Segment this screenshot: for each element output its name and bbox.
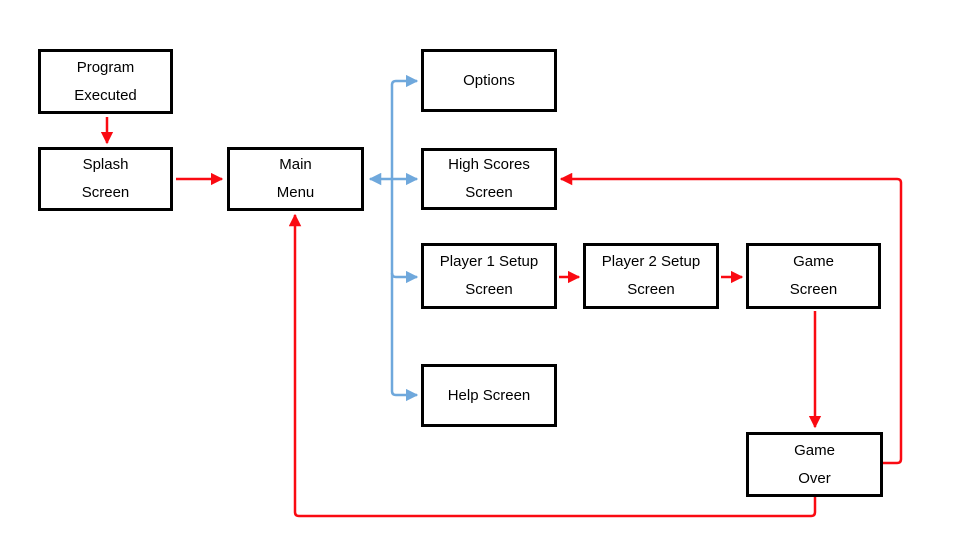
node-player1-setup-screen-label: Player 1 Setup Screen bbox=[439, 253, 539, 298]
edge-main-to-options bbox=[390, 74, 419, 179]
node-game-screen-label: Game Screen bbox=[789, 253, 838, 298]
edge-main-to-help bbox=[390, 179, 419, 402]
node-program-executed-label: Program Executed bbox=[74, 58, 137, 104]
node-player2-setup-screen: Player 2 Setup Screen bbox=[583, 243, 719, 309]
edge-gameover-to-main bbox=[288, 213, 817, 518]
node-program-executed: Program Executed bbox=[38, 49, 173, 114]
node-game-screen: Game Screen bbox=[746, 243, 881, 309]
node-splash-screen: Splash Screen bbox=[38, 147, 173, 211]
node-options-label: Options bbox=[463, 71, 515, 89]
node-help-screen: Help Screen bbox=[421, 364, 557, 427]
node-main-menu: Main Menu bbox=[227, 147, 364, 211]
edge-main-to-player1 bbox=[390, 270, 419, 284]
node-game-over-label: Game Over bbox=[794, 441, 835, 487]
node-high-scores-screen: High Scores Screen bbox=[421, 148, 557, 210]
node-options: Options bbox=[421, 49, 557, 112]
node-help-screen-label: Help Screen bbox=[447, 386, 531, 404]
node-high-scores-screen-label: High Scores Screen bbox=[448, 156, 530, 201]
node-main-menu-label: Main Menu bbox=[276, 156, 315, 201]
node-player1-setup-screen: Player 1 Setup Screen bbox=[421, 243, 557, 309]
edge-gameover-to-high-scores bbox=[559, 172, 903, 465]
node-splash-screen-label: Splash Screen bbox=[81, 156, 130, 201]
node-player2-setup-screen-label: Player 2 Setup Screen bbox=[601, 253, 701, 298]
node-game-over: Game Over bbox=[746, 432, 883, 497]
